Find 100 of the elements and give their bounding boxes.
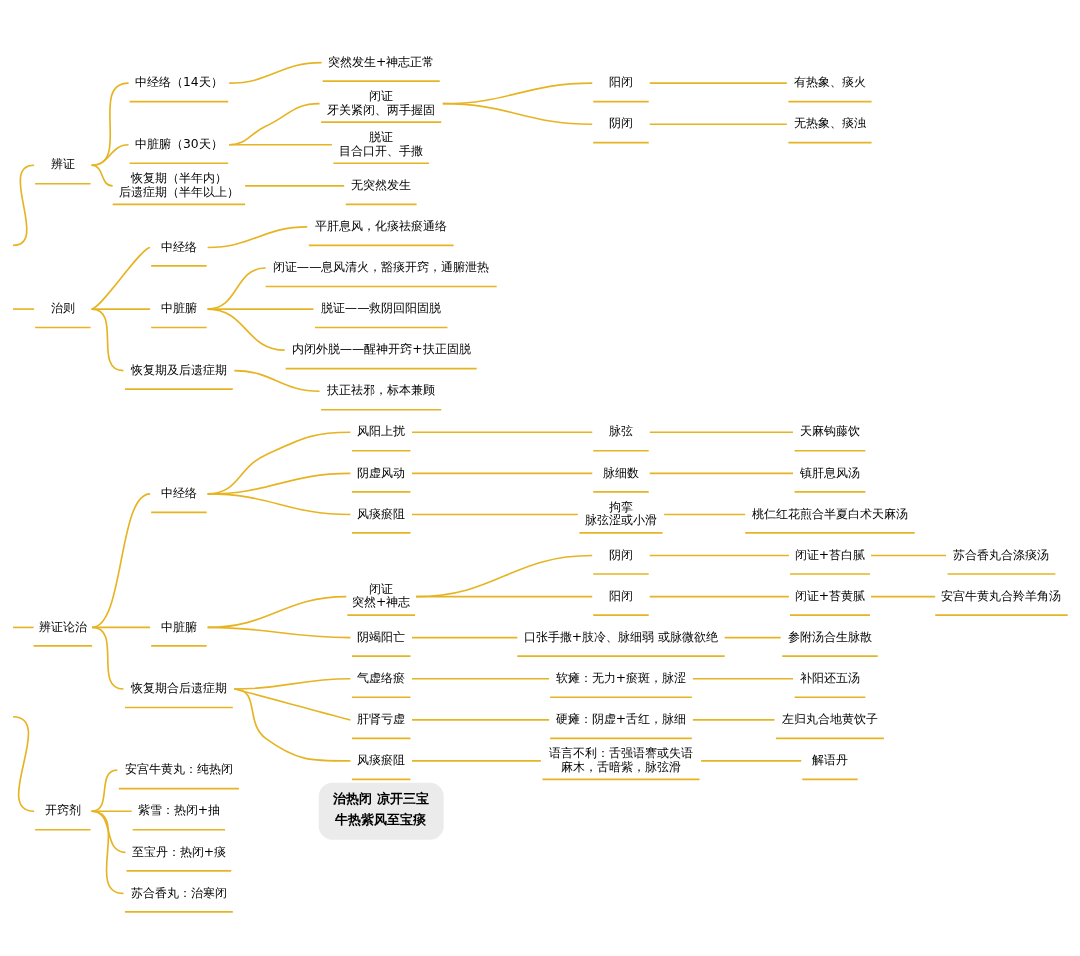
connector	[233, 369, 321, 393]
node-text: 补阳还五汤	[799, 670, 860, 685]
node-text: 脉弦	[608, 424, 633, 439]
node-text: 中脏腑	[160, 301, 197, 316]
connector	[648, 82, 788, 84]
connector	[90, 143, 130, 167]
node-text: 解语丹	[811, 753, 848, 768]
node-text: 口张手撒+肢冷、脉细弱 或脉微欲绝	[523, 629, 719, 644]
node-text: 天麻钩藤饮	[799, 424, 860, 439]
node-text: 辨证论治	[38, 619, 87, 634]
connector	[692, 677, 794, 680]
connector	[90, 82, 130, 167]
connector	[648, 472, 794, 475]
node-text: 内闭外脱——醒神开窍+扶正固脱	[291, 342, 471, 357]
connector	[648, 595, 790, 598]
node-text: 闭证 牙关紧闭、两手握固	[327, 89, 436, 117]
node-text: 开窍剂	[44, 803, 81, 818]
connector	[870, 595, 937, 598]
connector	[411, 513, 579, 516]
connector	[411, 431, 594, 434]
node-text: 参附汤合生脉散	[787, 629, 872, 644]
node-text: 语言不利：舌强语謇或失语 麻木，舌暗紫，脉弦滑	[548, 746, 693, 774]
connector	[12, 715, 35, 813]
node-text: 中经络（14天）	[135, 75, 223, 90]
connector	[411, 636, 519, 639]
connector	[12, 164, 35, 247]
node-text: 硬瘫：阴虚+舌红，脉细	[555, 712, 687, 727]
node-text: 至宝丹：热闭+痰	[131, 844, 227, 859]
node-text: 风痰瘀阻	[357, 506, 406, 521]
node-text: 软瘫：无力+瘀斑，脉涩	[555, 670, 687, 685]
node-text: 紫雪：热闭+抽	[137, 803, 221, 818]
node-text: 阳闭	[608, 588, 633, 603]
connector	[12, 626, 35, 629]
node-text: 安宫牛黄丸合羚羊角汤	[941, 588, 1062, 603]
node-text: 闭证+苔黄腻	[794, 588, 866, 603]
connector	[228, 143, 333, 146]
node-text: 脱证——救阴回阳固脱	[320, 301, 442, 316]
connector	[411, 472, 594, 475]
connector	[692, 719, 776, 721]
connector	[244, 185, 346, 187]
node-text: 苏合香丸合涤痰汤	[953, 547, 1050, 562]
connector	[700, 760, 803, 762]
node-text: 阴虚风动	[357, 465, 406, 480]
node-text: 闭证 突然+神志	[352, 582, 411, 610]
node-text: 闭证——息风清火，豁痰开窍，通腑泄热	[272, 260, 490, 275]
node-text: 阳闭	[608, 75, 633, 90]
connector	[206, 626, 352, 639]
connector	[90, 246, 151, 310]
node-text: 中经络	[160, 239, 197, 254]
node-text: 阴闭	[608, 547, 633, 562]
connector	[411, 760, 542, 762]
node-text: 阴闭	[608, 116, 633, 131]
node-text: 恢复期合后遗症期	[130, 681, 227, 696]
node-text: 镇肝息风汤	[799, 465, 860, 480]
node-text: 有热象、痰火	[793, 75, 866, 90]
node-text: 无突然发生	[351, 178, 412, 193]
connector	[648, 123, 788, 126]
connector	[870, 554, 947, 557]
connector	[415, 595, 594, 598]
node-text: 平肝息风，化痰祛瘀通络	[315, 219, 448, 234]
connector	[648, 554, 790, 557]
connector	[91, 493, 151, 629]
node-text: 脱证 目合口开、手撒	[339, 130, 424, 158]
node-text: 突然发生+神志正常	[328, 54, 435, 69]
connector	[12, 308, 35, 310]
connector	[723, 636, 782, 639]
connector	[91, 626, 125, 690]
connector	[206, 493, 352, 516]
connector	[233, 688, 352, 762]
connector	[663, 513, 747, 516]
node-text: 治则	[50, 301, 75, 316]
connector	[442, 102, 594, 126]
node-text: 苏合香丸：治寒闭	[130, 885, 227, 900]
connector	[90, 308, 125, 372]
connector	[228, 61, 323, 84]
node-text: 脉细数	[602, 465, 639, 480]
node-text: 中经络	[160, 486, 197, 501]
node-text: 无热象、痰浊	[793, 116, 866, 131]
connector	[90, 810, 125, 895]
node-text: 中脏腑（30天）	[135, 136, 223, 151]
connector	[411, 677, 550, 680]
node-text: 辨证	[50, 157, 75, 172]
node-text: 风痰瘀阻	[357, 753, 406, 768]
node-text: 左归丸合地黄饮子	[781, 712, 878, 727]
node-text: 闭证+苔白腻	[794, 547, 866, 562]
node-text: 扶正祛邪，标本兼顾	[327, 383, 436, 398]
node-text: 安宫牛黄丸：纯热闭	[124, 762, 233, 777]
node-text: 风阳上扰	[357, 424, 406, 439]
node-box: 治热闭 凉开三宝 牛热紫风至宝痰	[318, 782, 444, 840]
connector	[411, 719, 550, 721]
node-text: 肝肾亏虚	[357, 712, 406, 727]
node-text: 恢复期（半年内） 后遗症期（半年以上）	[118, 171, 239, 199]
node-text: 中脏腑	[160, 619, 197, 634]
node-text: 阴竭阳亡	[357, 629, 406, 644]
connector	[206, 226, 309, 249]
node-text: 拘挛 脉弦涩或小滑	[584, 499, 657, 528]
connector	[90, 810, 133, 813]
connector	[415, 554, 594, 598]
connector	[648, 431, 794, 434]
connector	[206, 308, 286, 351]
